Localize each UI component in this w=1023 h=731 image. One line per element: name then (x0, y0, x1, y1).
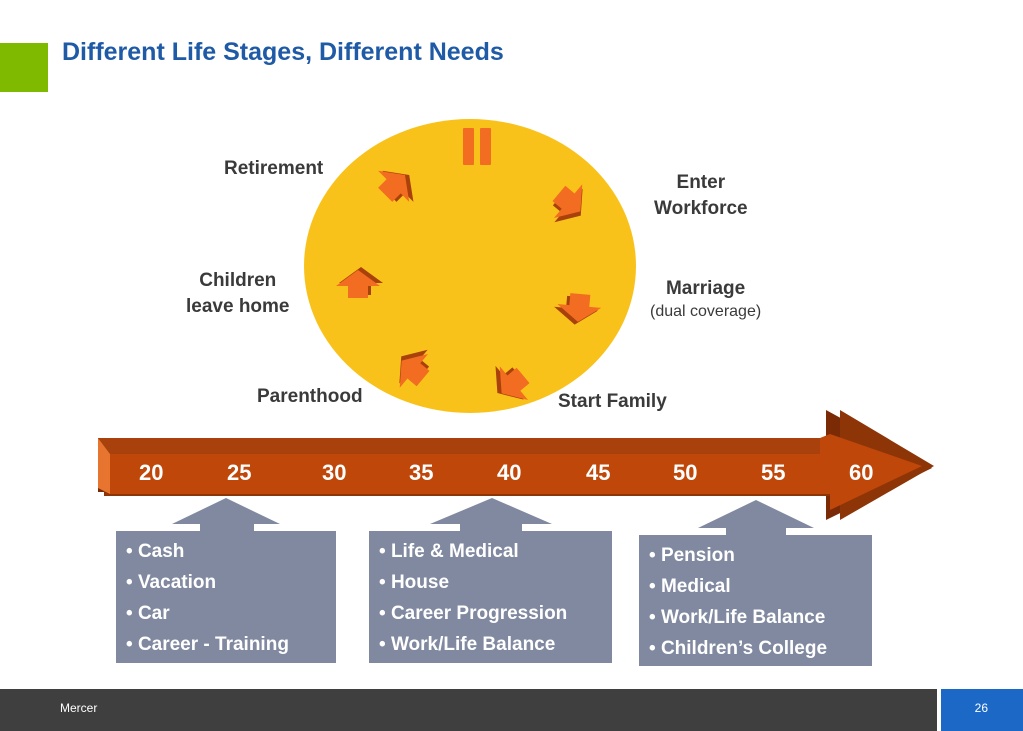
page-title: Different Life Stages, Different Needs (62, 38, 504, 66)
stage-label-retirement: Retirement (224, 156, 323, 182)
age-label: 60 (849, 460, 874, 485)
stage-label-parenthood: Parenthood (257, 384, 363, 410)
needs-item: House (379, 571, 612, 602)
stage-label-children-leave-home: Children leave home (186, 268, 290, 320)
stage-parenthood-text: Parenthood (257, 386, 363, 407)
needs-item: Medical (649, 575, 872, 606)
needs-list: Pension Medical Work/Life Balance Childr… (649, 544, 872, 668)
stage-retirement-text: Retirement (224, 158, 324, 179)
stage-children-line1: Children (199, 270, 277, 291)
pause-icon (463, 128, 491, 165)
needs-item: Career Progression (379, 602, 612, 633)
stage-children-line2: leave home (186, 295, 290, 317)
needs-pointer-arrow (430, 498, 552, 536)
needs-box-early-career: Cash Vacation Car Career - Training (116, 531, 336, 663)
stage-enter-line2: Workforce (654, 197, 748, 219)
age-label: 20 (139, 460, 164, 485)
needs-pointer-arrow (698, 500, 814, 538)
needs-item: Vacation (126, 571, 336, 602)
needs-item: Pension (649, 544, 872, 575)
stage-marriage-text: Marriage (665, 278, 746, 299)
needs-box-mid-career: Life & Medical House Career Progression … (369, 531, 612, 663)
needs-box-late-career: Pension Medical Work/Life Balance Childr… (639, 535, 872, 666)
accent-block (0, 43, 48, 92)
age-label: 30 (322, 460, 347, 485)
age-label: 45 (586, 460, 611, 485)
age-label: 55 (761, 460, 786, 485)
stage-enter-line1: Enter (676, 172, 726, 193)
stage-label-enter-workforce: Enter Workforce (654, 170, 748, 222)
needs-item: Work/Life Balance (649, 606, 872, 637)
age-label: 35 (409, 460, 434, 485)
age-label: 40 (497, 460, 522, 485)
needs-item: Children’s College (649, 637, 872, 668)
needs-item: Car (126, 602, 336, 633)
stage-start-family-text: Start Family (558, 391, 667, 412)
needs-item: Career - Training (126, 633, 336, 664)
needs-item: Work/Life Balance (379, 633, 612, 664)
needs-item: Cash (126, 540, 336, 571)
page-number-block: 26 (941, 689, 1023, 731)
stage-label-marriage: Marriage (dual coverage) (650, 276, 761, 321)
age-label: 50 (673, 460, 698, 485)
stage-marriage-note: (dual coverage) (650, 302, 762, 320)
footer-bar: Mercer (0, 689, 937, 731)
age-label: 25 (227, 460, 252, 485)
needs-list: Cash Vacation Car Career - Training (126, 540, 336, 664)
needs-pointer-arrow (172, 498, 280, 536)
needs-item: Life & Medical (379, 540, 612, 571)
page-number: 26 (974, 701, 988, 715)
footer-company: Mercer (60, 701, 98, 715)
stage-label-start-family: Start Family (558, 389, 667, 415)
timeline-arrow (98, 410, 934, 520)
needs-list: Life & Medical House Career Progression … (379, 540, 612, 664)
